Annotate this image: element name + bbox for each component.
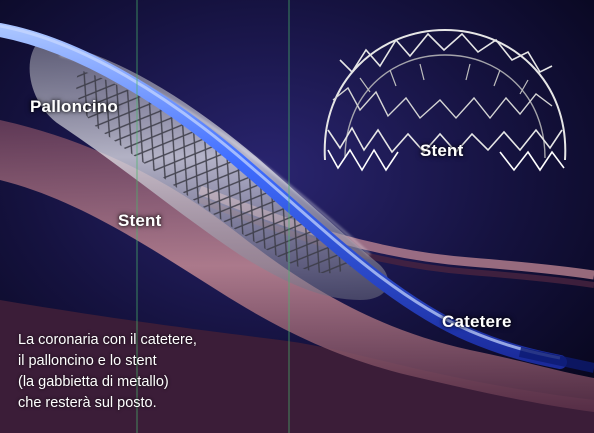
caption-line: il palloncino e lo stent	[18, 351, 308, 372]
stent-inset-label: Stent	[420, 141, 464, 161]
caption-line: che resterà sul posto.	[18, 393, 308, 414]
caption: La coronaria con il catetere, il pallonc…	[18, 330, 308, 414]
balloon-label: Palloncino	[30, 97, 118, 117]
caption-line: La coronaria con il catetere,	[18, 330, 308, 351]
stent-label: Stent	[118, 211, 162, 231]
catheter-label: Catetere	[442, 312, 512, 332]
caption-line: (la gabbietta di metallo)	[18, 372, 308, 393]
